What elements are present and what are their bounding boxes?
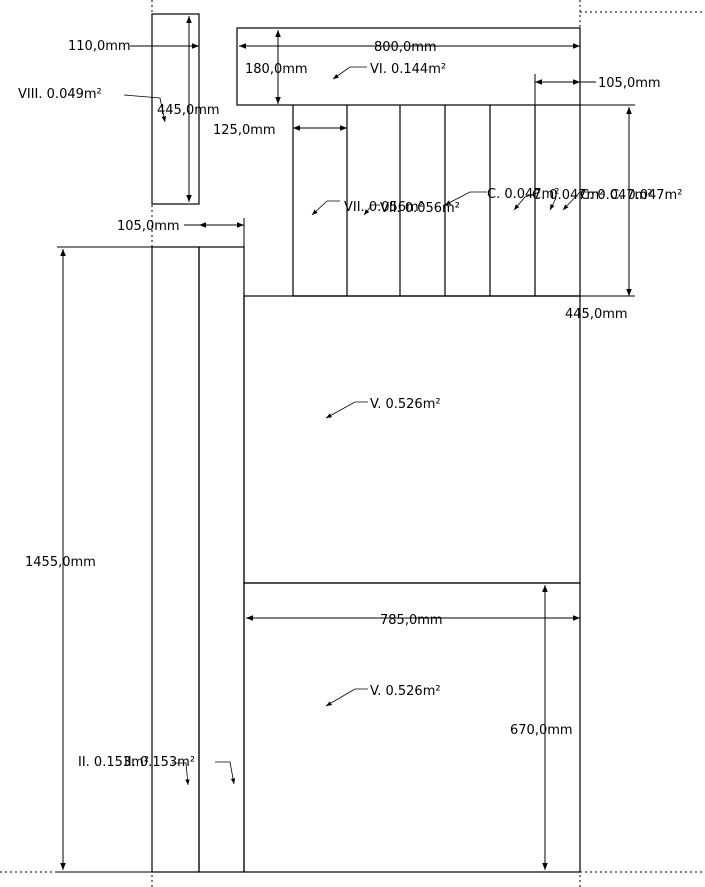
area-labels: VIII. 0.049m² VI. 0.144m² VII. 0.056m² V…: [18, 62, 682, 770]
label-ii-a: II. 0.153m²: [78, 755, 149, 770]
dimension-lines: [57, 16, 635, 873]
panel-v-upper: [243, 295, 581, 584]
dim-upper-left-offset: 105,0mm: [117, 219, 180, 234]
dim-bottom-height: 670,0mm: [510, 723, 573, 738]
dim-left-panel-width: 110,0mm: [68, 39, 131, 54]
panel-ii-right: [198, 246, 245, 873]
dimension-labels: 110,0mm 445,0mm 800,0mm 180,0mm 105,0mm …: [25, 39, 661, 738]
dim-top-height: 180,0mm: [245, 62, 308, 77]
dim-right-offset: 105,0mm: [598, 76, 661, 91]
label-v-lower: V. 0.526m²: [370, 684, 441, 699]
panel-ii-left: [151, 246, 200, 873]
label-c4: C. 0.047m²: [610, 188, 682, 203]
label-c2: C. 0.047m²: [532, 188, 604, 203]
label-vi: VI. 0.144m²: [370, 62, 446, 77]
panel-vi: [236, 27, 581, 106]
dim-left-panel-height: 445,0mm: [157, 103, 220, 118]
dim-strip-height: 445,0mm: [565, 307, 628, 322]
dim-strip-width: 125,0mm: [213, 123, 276, 138]
label-ii-b: II. 0.153m²: [124, 755, 195, 770]
label-c3: C. 0.047m²: [580, 188, 652, 203]
leader-arrows: [123, 66, 598, 786]
label-viii: VIII. 0.049m²: [18, 87, 102, 102]
panel-viii: [151, 13, 200, 205]
dim-bottom-width: 785,0mm: [380, 613, 443, 628]
label-vii-a: VII. 0.056m²: [344, 200, 424, 215]
label-c1: C. 0.047m²: [487, 187, 559, 202]
label-v-upper: V. 0.526m²: [370, 397, 441, 412]
dim-total-height: 1455,0mm: [25, 555, 96, 570]
dim-top-width: 800,0mm: [374, 40, 437, 55]
label-vii-b: VII. 0.056m²: [380, 201, 460, 216]
